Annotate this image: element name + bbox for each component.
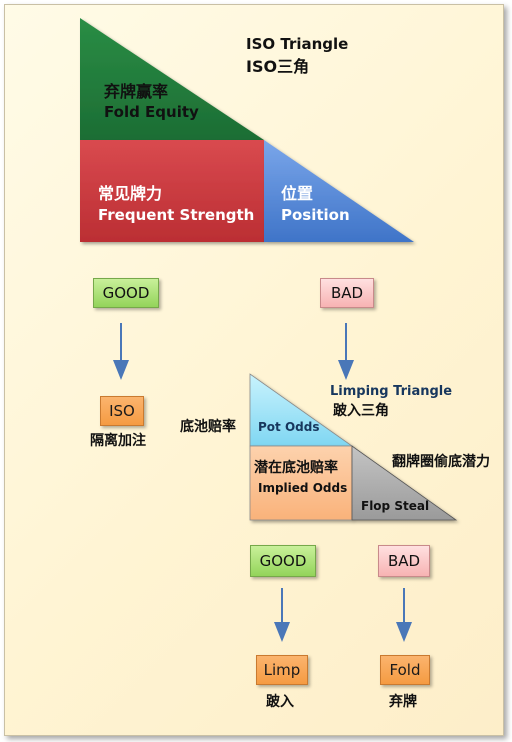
limping-title-en: Limping Triangle [330,384,453,399]
pot-odds-label-en: Pot Odds [258,420,320,434]
fold-equity-label-en: Fold Equity [104,103,199,121]
limp-result-label-zh: 跛入 [266,694,294,710]
flop-steal-label-en: Flop Steal [361,499,430,513]
limp-result-box: Limp [256,655,308,685]
iso-title-zh: ISO三角 [246,57,310,76]
frequent-strength-label-en: Frequent Strength [98,206,255,224]
limping-title-zh: 跛入三角 [333,403,389,419]
good-box-limp: GOOD [250,545,316,577]
iso-title-en: ISO Triangle [246,35,349,53]
frequent-strength-label-zh: 常见牌力 [98,184,163,203]
bad-box-limp: BAD [378,545,430,577]
iso-result-label-zh: 隔离加注 [90,433,146,449]
fold-result-box: Fold [380,655,430,685]
fold-result-label-zh: 弃牌 [389,694,417,710]
position-label-zh: 位置 [281,184,314,203]
fold-equity-region [80,18,264,140]
pot-odds-label-zh: 底池赔率 [180,419,236,435]
flop-steal-region [351,445,458,521]
implied-odds-region [249,445,353,521]
good-box-iso: GOOD [93,278,159,308]
bad-box-iso: BAD [320,278,374,308]
implied-odds-label-zh: 潜在底池赔率 [254,460,338,476]
fold-equity-label-zh: 弃牌赢率 [104,82,169,101]
position-region [264,140,414,242]
flop-steal-label-zh: 翻牌圈偷底潜力 [392,454,490,470]
implied-odds-label-en: Implied Odds [258,481,348,495]
iso-result-box: ISO [100,396,144,426]
frequent-strength-region [80,140,264,242]
position-label-en: Position [281,206,350,224]
